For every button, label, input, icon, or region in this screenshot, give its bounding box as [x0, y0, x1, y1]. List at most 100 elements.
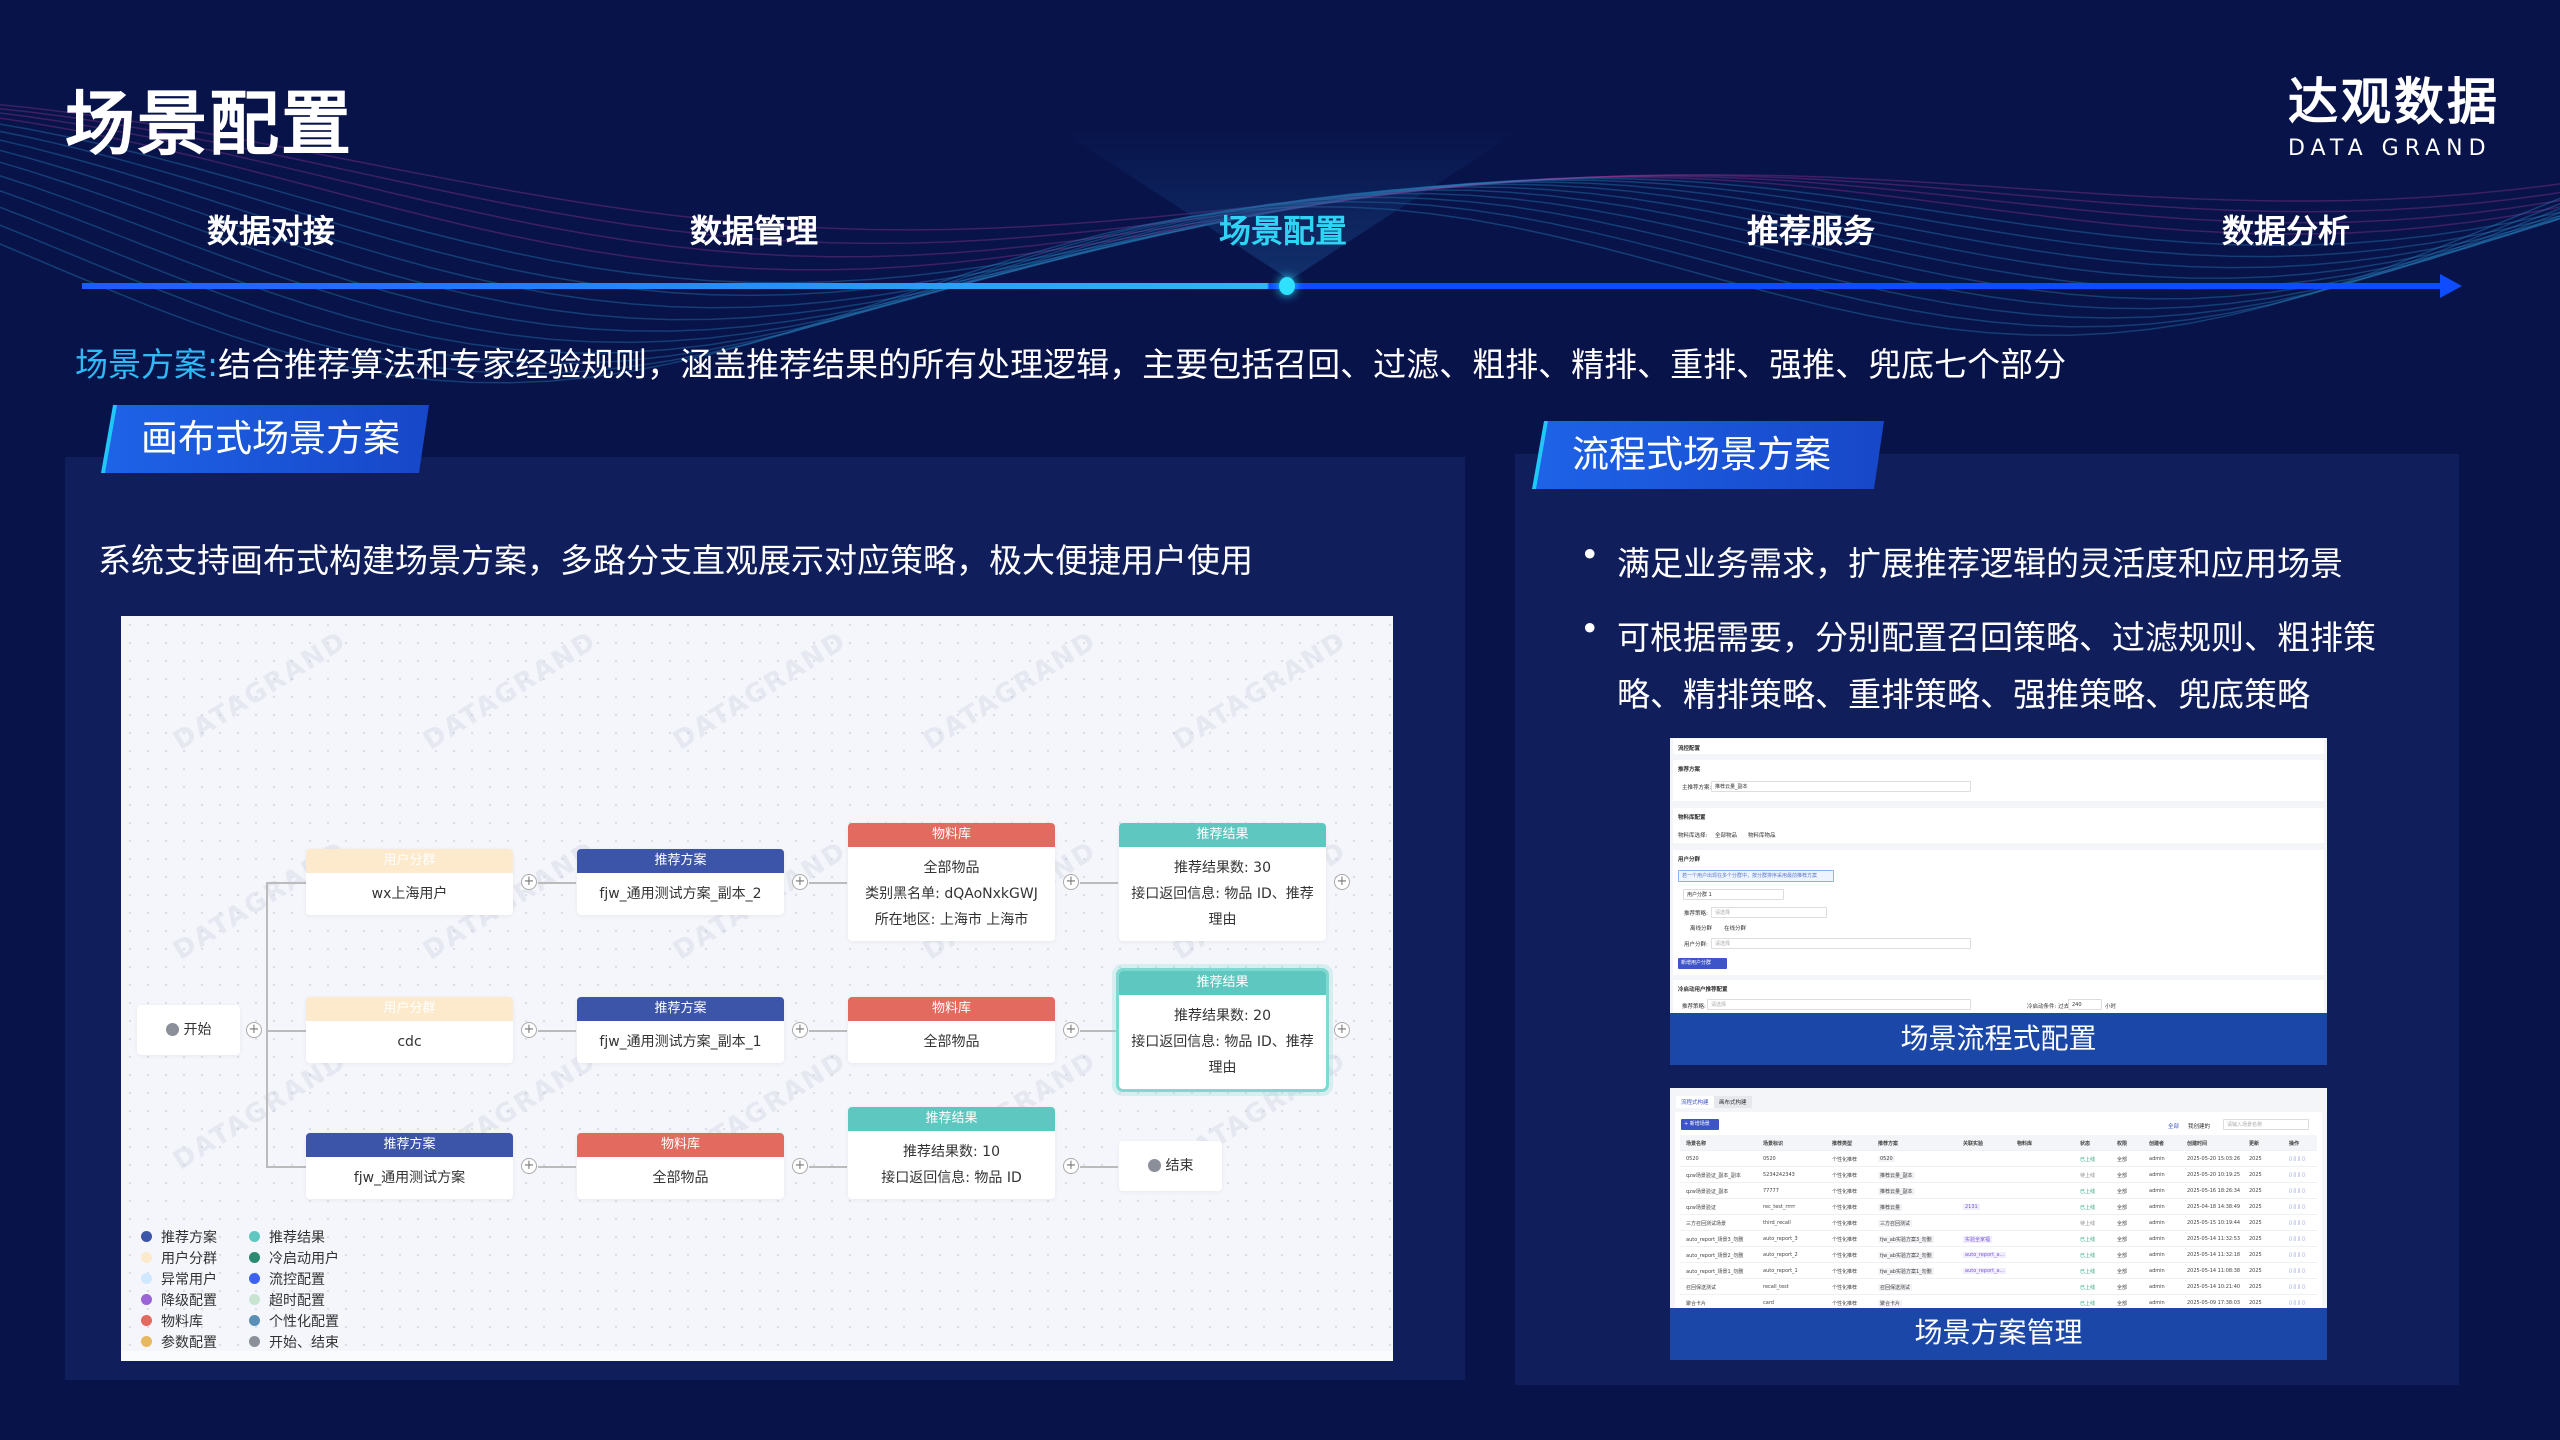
cold-strategy-select[interactable]: 请选择 — [1707, 999, 1971, 1010]
end-icon — [1147, 1159, 1161, 1172]
legend-dot-icon — [249, 1336, 260, 1347]
add-node-button[interactable]: + — [521, 1022, 537, 1038]
row-actions[interactable]: ▯ ▯ ▯ ▯ — [2289, 1204, 2305, 1210]
nav-item-data-analysis[interactable]: 数据分析 — [2221, 212, 2351, 250]
field-label: 用户分群: — [1684, 942, 1708, 948]
add-node-button[interactable]: + — [1063, 1022, 1079, 1038]
add-node-button[interactable]: + — [1334, 1022, 1350, 1038]
row-actions[interactable]: ▯ ▯ ▯ ▯ — [2289, 1252, 2305, 1258]
row-actions[interactable]: ▯ ▯ ▯ ▯ — [2289, 1220, 2305, 1226]
table-cell: 个性化推荐 — [1832, 1253, 1858, 1259]
row-actions[interactable]: ▯ ▯ ▯ ▯ — [2289, 1156, 2305, 1162]
nav-item-data-management[interactable]: 数据管理 — [689, 212, 819, 250]
add-segment-button[interactable]: 新增用户分群 — [1678, 958, 1727, 969]
radio-offline[interactable]: 离线分群 — [1690, 926, 1713, 932]
tab-flow[interactable]: 流程式构建 — [1676, 1096, 1714, 1108]
add-node-button[interactable]: + — [521, 1158, 537, 1174]
watermark: DATAGRAND — [418, 625, 603, 757]
segment-info: 若一个用户出现在多个分群中，按分群排序采用最前推荐方案 — [1678, 870, 1834, 882]
plan-select[interactable]: 推荐云量_副本 — [1711, 781, 1971, 792]
horizontal-scrollbar[interactable] — [121, 1351, 1393, 1361]
table-cell: 0520 — [1878, 1156, 1895, 1162]
table-header-cell: 状态 — [2080, 1141, 2091, 1147]
add-node-button[interactable]: + — [792, 874, 808, 890]
row-actions[interactable]: ▯ ▯ ▯ ▯ — [2289, 1188, 2305, 1194]
node-material-lib[interactable]: 物料库全部物品 — [848, 997, 1055, 1063]
table-cell: 2025 — [2249, 1252, 2262, 1258]
table-cell: admin — [2149, 1220, 2165, 1226]
table-cell: 2025-05-20 10:19:25 — [2187, 1172, 2241, 1178]
node-header: 推荐结果 — [1119, 823, 1326, 847]
node-body: 全部物品 — [848, 1021, 1055, 1063]
table-cell: 2025-05-14 10:21:40 — [2187, 1284, 2241, 1290]
connector — [1080, 1166, 1118, 1168]
end-label: 结束 — [1165, 1158, 1194, 1174]
table-cell: 已上线 — [2080, 1269, 2096, 1275]
row-actions[interactable]: ▯ ▯ ▯ ▯ — [2289, 1284, 2305, 1290]
node-header: 推荐方案 — [577, 849, 784, 873]
search-input[interactable]: 请输入场景名称 — [2223, 1119, 2309, 1130]
filter-mine[interactable]: 我创建的 — [2188, 1124, 2211, 1130]
end-node[interactable]: 结束 — [1119, 1141, 1222, 1191]
radio-online[interactable]: 在线分群 — [1724, 926, 1747, 932]
row-actions[interactable]: ▯ ▯ ▯ ▯ — [2289, 1172, 2305, 1178]
nav-item-data-integration[interactable]: 数据对接 — [206, 212, 336, 250]
start-node[interactable]: 开始 — [137, 1005, 240, 1055]
legend-item: 用户分群 — [141, 1249, 249, 1267]
row-actions[interactable]: ▯ ▯ ▯ ▯ — [2289, 1300, 2305, 1306]
add-node-button[interactable]: + — [521, 874, 537, 890]
add-node-button[interactable]: + — [246, 1022, 262, 1038]
flow-config-screenshot: 流控配置 推荐方案 主推荐方案: 推荐云量_副本 物料库配置 物料库选择: 全部… — [1670, 738, 2327, 1065]
add-node-button[interactable]: + — [792, 1022, 808, 1038]
table-cell: 0520 — [1686, 1156, 1699, 1162]
node-material-lib[interactable]: 物料库全部物品 — [577, 1133, 784, 1199]
field-label: 冷启动条件: 过去 — [2027, 1004, 2070, 1010]
tab-canvas[interactable]: 画布式构建 — [1714, 1096, 1752, 1108]
strategy-select[interactable]: 请选择 — [1711, 907, 1827, 918]
radio-material-items[interactable]: 物料库物品 — [1748, 833, 1776, 839]
nav-item-recommend-service[interactable]: 推荐服务 — [1746, 212, 1876, 250]
radio-all-items[interactable]: 全部物品 — [1715, 833, 1738, 839]
cold-hours-input[interactable]: 240 — [2068, 999, 2102, 1010]
row-actions[interactable]: ▯ ▯ ▯ ▯ — [2289, 1236, 2305, 1242]
new-scene-button[interactable]: + 新增场景 — [1681, 1119, 1719, 1130]
filter-all[interactable]: 全部 — [2168, 1124, 2180, 1130]
segment-select[interactable]: 请选择 — [1711, 938, 1971, 949]
start-label: 开始 — [183, 1022, 212, 1038]
add-node-button[interactable]: + — [1334, 874, 1350, 890]
segment-name-input[interactable]: 用户分群 1 — [1683, 889, 1784, 900]
table-cell: auto_report_场景1_勿删 — [1686, 1269, 1744, 1275]
add-node-button[interactable]: + — [1063, 1158, 1079, 1174]
add-node-button[interactable]: + — [792, 1158, 808, 1174]
add-node-button[interactable]: + — [1063, 874, 1079, 890]
table-cell: 实验全家福 — [1963, 1236, 1993, 1243]
table-cell: 待上线 — [2080, 1173, 2096, 1179]
row-actions[interactable]: ▯ ▯ ▯ ▯ — [2289, 1268, 2305, 1274]
table-cell: 三方召回测试 — [1878, 1220, 1913, 1227]
table-cell: 三方召回测试场景 — [1686, 1221, 1727, 1227]
nav-item-scene-config[interactable]: 场景配置 — [1218, 212, 1348, 250]
table-cell: 2025-05-14 11:32:53 — [2187, 1236, 2241, 1242]
legend-dot-icon — [141, 1294, 152, 1305]
table-cell: auto_report_a... — [1963, 1252, 2007, 1258]
